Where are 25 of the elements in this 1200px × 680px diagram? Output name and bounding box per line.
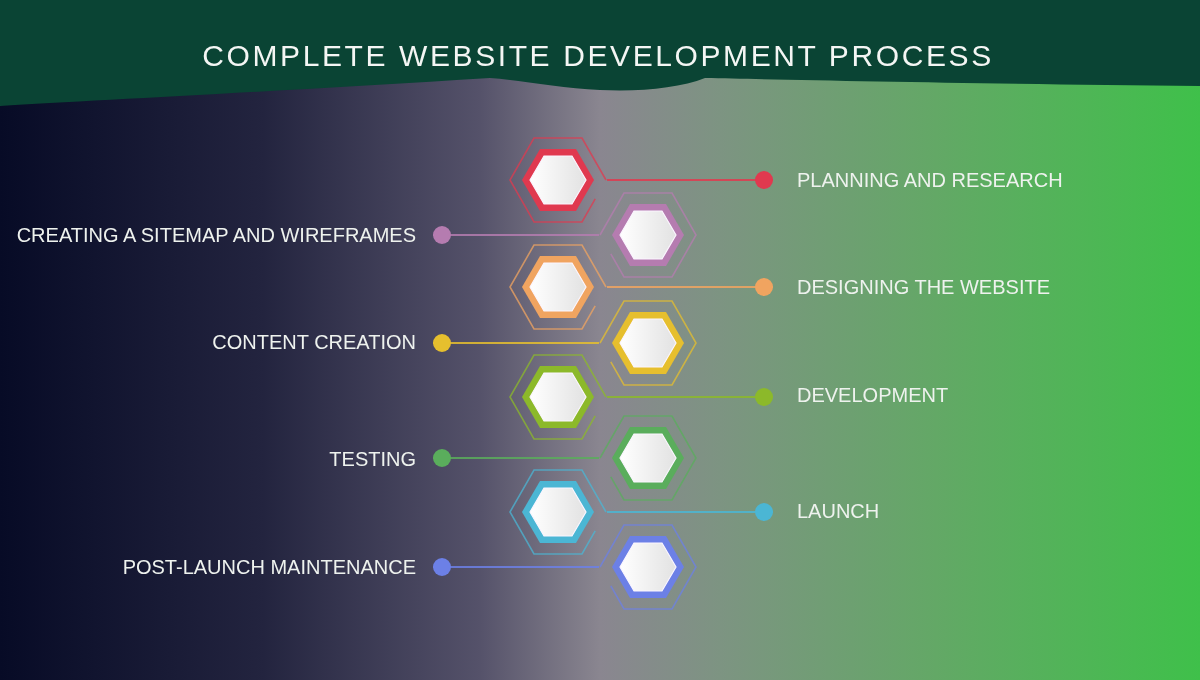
step-label: CREATING A SITEMAP AND WIREFRAMES	[16, 223, 433, 247]
step-label: DEVELOPMENT	[773, 383, 949, 407]
step-label: POST-LAUNCH MAINTENANCE	[122, 555, 433, 579]
hexagon-icon	[509, 136, 607, 224]
leader-line	[432, 226, 600, 244]
step-label: CONTENT CREATION	[212, 330, 433, 354]
leader-line	[606, 278, 774, 296]
leader-line	[606, 388, 774, 406]
step-label: TESTING	[329, 447, 433, 471]
hexagon-icon	[509, 468, 607, 556]
hexagon-icon	[599, 191, 697, 279]
step-label: PLANNING AND RESEARCH	[773, 168, 1063, 192]
leader-line	[606, 503, 774, 521]
hexagon-icon	[509, 353, 607, 441]
hexagon-icon	[509, 243, 607, 331]
title: COMPLETE WEBSITE DEVELOPMENT PROCESS	[202, 38, 994, 74]
step-label: LAUNCH	[773, 499, 880, 523]
leader-line	[432, 558, 600, 576]
hexagon-icon	[599, 414, 697, 502]
leader-line	[432, 449, 600, 467]
step-label: DESIGNING THE WEBSITE	[773, 275, 1050, 299]
leader-line	[606, 171, 774, 189]
hexagon-icon	[599, 523, 697, 611]
hexagon-icon	[599, 299, 697, 387]
leader-line	[432, 334, 600, 352]
